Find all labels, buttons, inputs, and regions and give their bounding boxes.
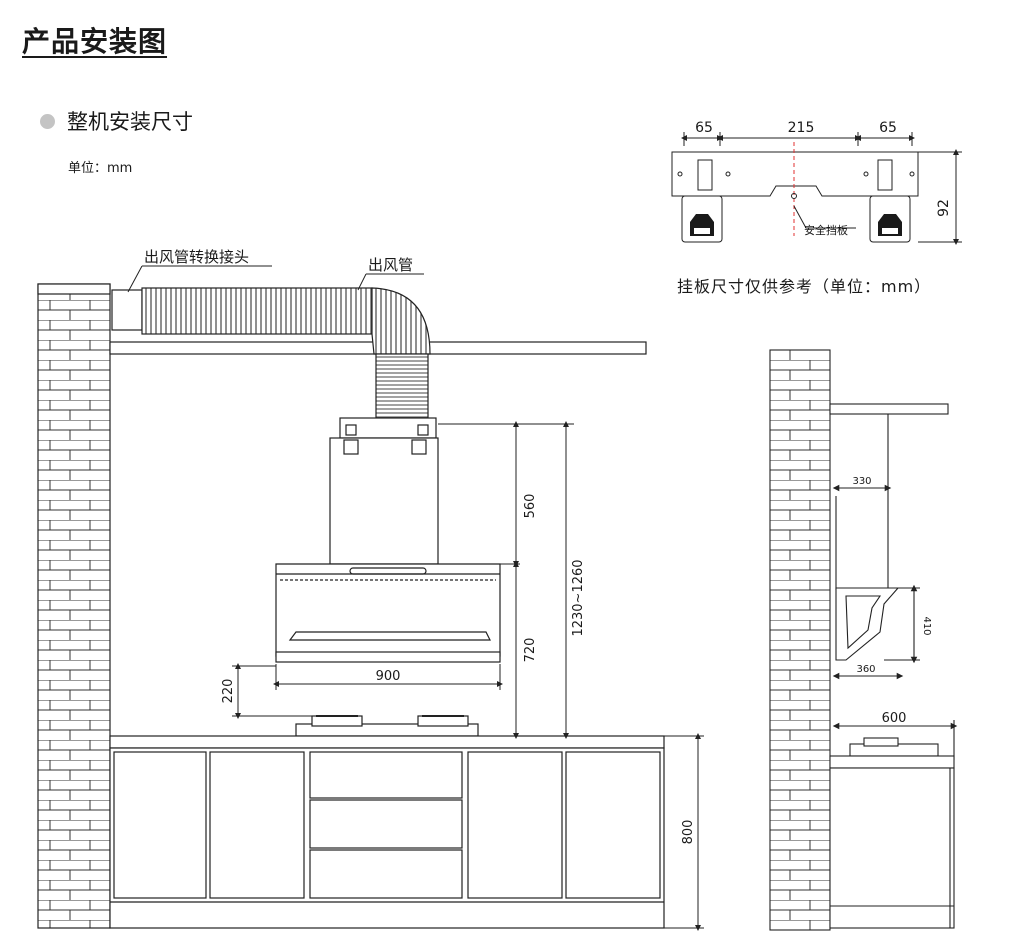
section-heading: 整机安装尺寸 bbox=[40, 106, 193, 136]
hook-icon-left bbox=[690, 214, 714, 236]
page-title: 产品安装图 bbox=[22, 25, 168, 58]
hood-body bbox=[275, 563, 501, 657]
duct-adapter bbox=[111, 289, 143, 331]
side-counter bbox=[829, 755, 955, 769]
cabinet-door-1 bbox=[113, 751, 207, 899]
bullet-icon bbox=[40, 113, 55, 129]
dim-hood-to-stove: 220 bbox=[221, 679, 236, 704]
label-duct: 出风管 bbox=[368, 256, 413, 274]
plate-dim-left: 65 bbox=[695, 120, 713, 136]
plate-outline bbox=[671, 151, 919, 197]
drawer-3 bbox=[309, 849, 463, 899]
hood-chimney bbox=[329, 437, 439, 565]
duct-horizontal bbox=[141, 287, 373, 335]
duct-elbow bbox=[371, 287, 431, 355]
section-title: 整机安装尺寸 bbox=[67, 110, 193, 134]
cabinet-door-2 bbox=[209, 751, 305, 899]
side-cabinet bbox=[829, 767, 955, 929]
countertop bbox=[109, 735, 665, 749]
right-brick-wall bbox=[769, 349, 831, 931]
cabinet-door-3 bbox=[467, 751, 563, 899]
plate-label: 安全挡板 bbox=[804, 223, 848, 237]
unit-note: 单位：mm bbox=[68, 161, 133, 176]
side-view bbox=[769, 349, 958, 931]
dim-cabinet-height: 800 bbox=[681, 820, 696, 845]
front-view bbox=[37, 283, 665, 929]
side-dim-counter-depth: 600 bbox=[882, 711, 907, 726]
dim-hood-height: 720 bbox=[523, 638, 538, 663]
cabinet-base bbox=[109, 747, 665, 929]
duct-vertical bbox=[375, 353, 429, 419]
left-brick-wall bbox=[37, 283, 111, 929]
hood-bottom-panel bbox=[275, 651, 501, 663]
hook-icon-right bbox=[878, 214, 902, 236]
cabinet-door-4 bbox=[565, 751, 661, 899]
side-dim-bottom-depth: 360 bbox=[856, 664, 875, 675]
front-dimensions bbox=[232, 421, 704, 931]
gas-stove bbox=[295, 715, 479, 737]
drawer-1 bbox=[309, 751, 463, 799]
plate-caption: 挂板尺寸仅供参考（单位：mm） bbox=[677, 277, 932, 296]
wall-cap bbox=[37, 283, 111, 295]
dim-hood-width: 900 bbox=[376, 669, 401, 684]
plate-dim-mid: 215 bbox=[788, 120, 815, 136]
plate-dim-right: 65 bbox=[879, 120, 897, 136]
dim-chimney-height: 560 bbox=[523, 494, 538, 519]
front-callouts bbox=[127, 265, 424, 293]
drawer-2 bbox=[309, 799, 463, 849]
side-dim-height: 410 bbox=[921, 616, 932, 635]
plate-dim-height: 92 bbox=[936, 199, 952, 217]
side-dim-top-depth: 330 bbox=[852, 476, 871, 487]
side-shelf bbox=[829, 403, 949, 415]
dim-total-range: 1230~1260 bbox=[571, 559, 586, 636]
label-duct-adapter: 出风管转换接头 bbox=[144, 248, 249, 266]
